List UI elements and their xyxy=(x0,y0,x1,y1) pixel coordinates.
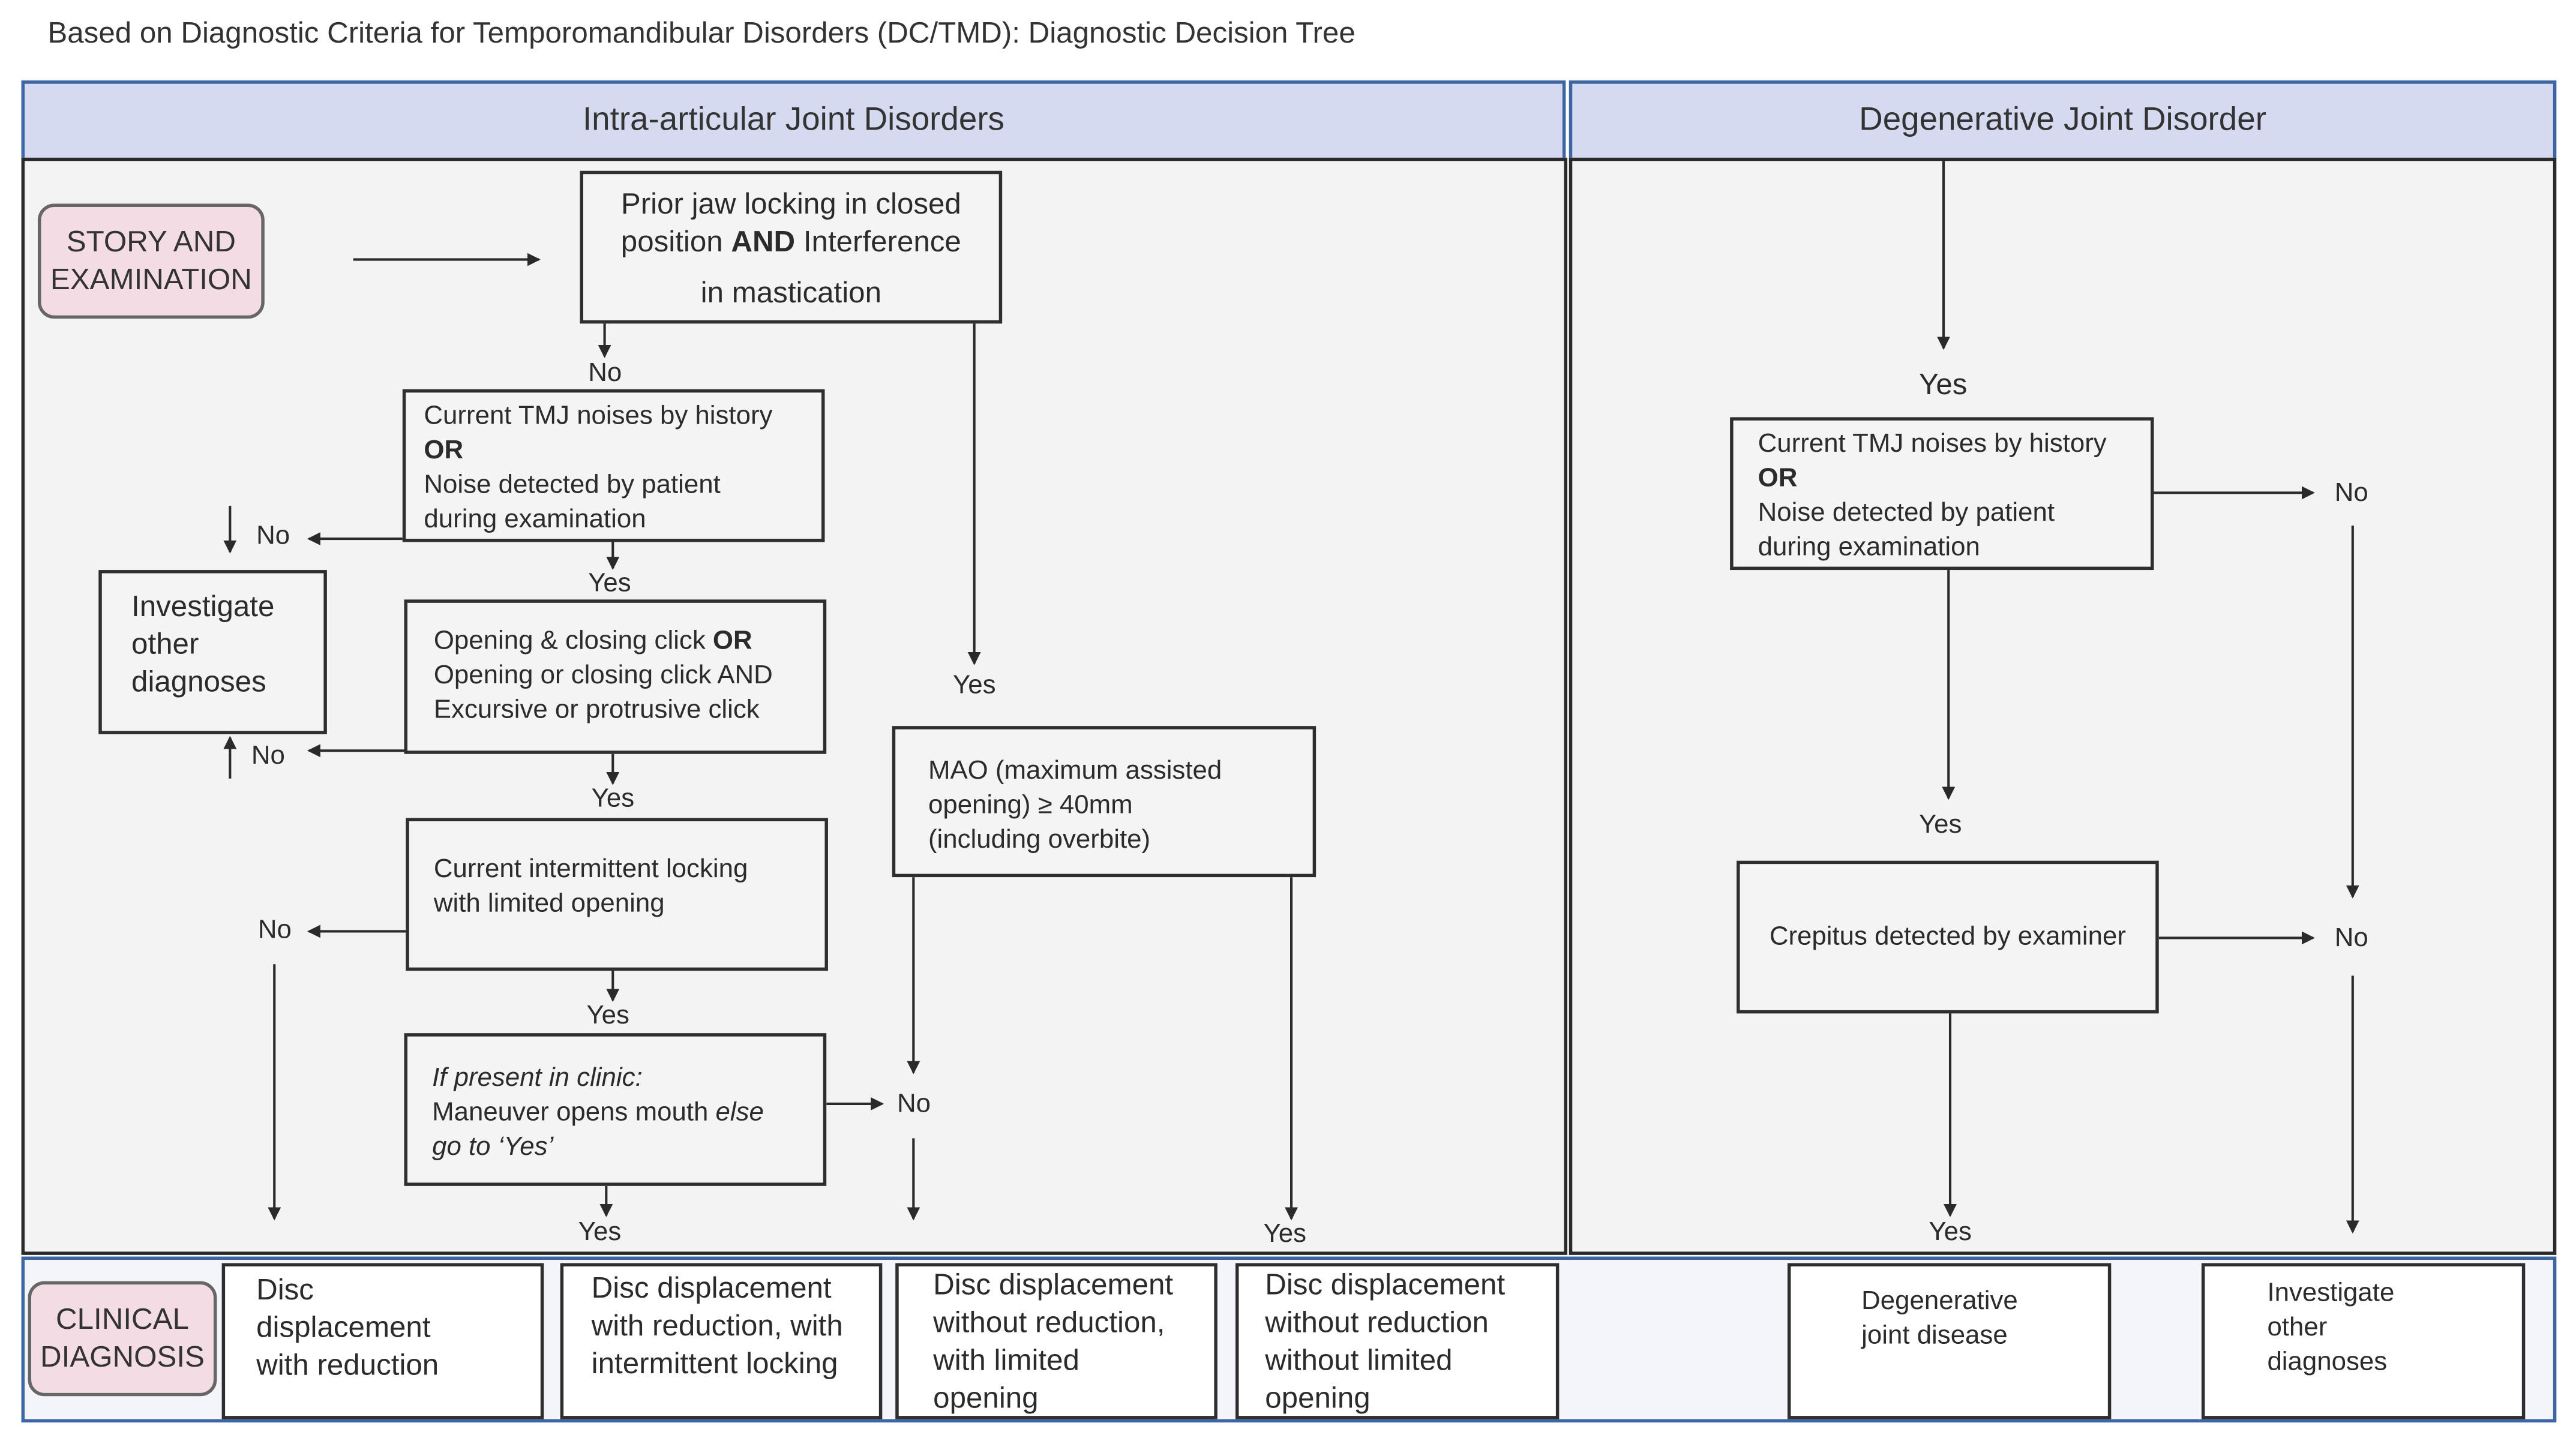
mao-node: MAO (maximum assisted opening) ≥ 40mm (i… xyxy=(892,726,1317,878)
edge-label-no: No xyxy=(2334,479,2368,508)
tmj-right-or: OR xyxy=(1758,464,1798,493)
clinical-diagnosis-label: CLINICAL DIAGNOSIS xyxy=(28,1281,217,1397)
intermittent-line2: with limited opening xyxy=(433,890,665,918)
diagnosis-1-line3: with reduction xyxy=(256,1348,439,1382)
diagnosis-6-line3: diagnoses xyxy=(2267,1348,2388,1377)
crepitus-line1: Crepitus detected by examiner xyxy=(1769,923,2126,951)
diagnosis-3-line4: opening xyxy=(933,1381,1039,1415)
click-line1-text: Opening & closing click xyxy=(433,627,713,656)
crepitus-node: Crepitus detected by examiner xyxy=(1737,860,2159,1014)
investigate-line3: diagnoses xyxy=(131,665,266,698)
tmj-left-or: OR xyxy=(424,437,464,465)
story-label-line2: EXAMINATION xyxy=(50,263,252,296)
diagnosis-5-line2: joint disease xyxy=(1861,1322,2008,1350)
diagnosis-1-line1: Disc xyxy=(256,1272,314,1306)
diagnosis-disc-displacement-with-reduction: Disc displacement with reduction xyxy=(221,1263,544,1419)
prior-jaw-locking-node: Prior jaw locking in closed position AND… xyxy=(580,170,1003,324)
diagnosis-investigate-other: Investigate other diagnoses xyxy=(2201,1263,2526,1419)
edge-label-no: No xyxy=(257,916,292,945)
diagnosis-2-line3: intermittent locking xyxy=(591,1347,838,1380)
maneuver-line2-text: Maneuver opens mouth xyxy=(432,1098,716,1127)
diagnosis-6-line2: other xyxy=(2267,1314,2328,1342)
edge-label-no: No xyxy=(2334,924,2368,953)
diagnosis-6-line1: Investigate xyxy=(2267,1279,2395,1308)
diagnosis-4-line1: Disc displacement xyxy=(1265,1268,1506,1301)
tmj-left-line4: during examination xyxy=(424,506,646,534)
maneuver-line2: Maneuver opens mouth else xyxy=(432,1095,806,1130)
intra-articular-header: Intra-articular Joint Disorders xyxy=(21,80,1566,161)
story-examination-label: STORY AND EXAMINATION xyxy=(37,203,265,319)
diagnosis-3-line2: without reduction, xyxy=(933,1305,1165,1339)
diagram-title: Based on Diagnostic Criteria for Temporo… xyxy=(47,16,1356,50)
investigate-other-node: Investigate other diagnoses xyxy=(98,570,327,734)
diagnosis-4-line2: without reduction xyxy=(1265,1305,1489,1339)
edge-label-yes: Yes xyxy=(586,1002,629,1030)
click-line1: Opening & closing click OR xyxy=(434,624,807,658)
degenerative-panel xyxy=(1569,157,2557,1255)
edge-label-yes: Yes xyxy=(1929,1218,1972,1247)
intermittent-line1: Current intermittent locking xyxy=(433,855,748,884)
prior-locking-line2-end: Interference xyxy=(795,225,961,258)
edge-label-no: No xyxy=(251,742,285,771)
diagnosis-5-line1: Degenerative xyxy=(1861,1287,2018,1316)
clinical-label-line1: CLINICAL xyxy=(56,1302,189,1335)
tmj-right-line1: Current TMJ noises by history xyxy=(1758,430,2107,458)
click-node: Opening & closing click OR Opening or cl… xyxy=(404,599,827,754)
maneuver-line1: If present in clinic: xyxy=(432,1064,643,1092)
edge-label-yes: Yes xyxy=(588,570,631,598)
story-label-line1: STORY AND xyxy=(66,225,236,258)
tmj-right-line3: Noise detected by patient xyxy=(1758,499,2055,527)
edge-label-yes: Yes xyxy=(578,1218,622,1247)
tmj-noises-node-left: Current TMJ noises by history OR Noise d… xyxy=(402,389,825,542)
mao-line1: MAO (maximum assisted xyxy=(928,757,1222,785)
prior-locking-and-keyword: AND xyxy=(731,225,796,258)
edge-label-no: No xyxy=(256,522,290,551)
mao-line2: opening) ≥ 40mm xyxy=(928,791,1133,820)
diagnosis-1-line2: displacement xyxy=(256,1310,431,1344)
mao-line3: (including overbite) xyxy=(928,826,1151,854)
diagnosis-3-line1: Disc displacement xyxy=(933,1268,1174,1301)
intermittent-locking-node: Current intermittent locking with limite… xyxy=(406,818,828,971)
edge-label-yes: Yes xyxy=(1263,1220,1307,1248)
diagnosis-3-line3: with limited xyxy=(933,1343,1079,1377)
prior-locking-line1: Prior jaw locking in closed xyxy=(620,187,961,220)
edge-label-no: No xyxy=(896,1091,931,1119)
prior-locking-line2: position AND Interference xyxy=(599,223,982,261)
diagnosis-2-line1: Disc displacement xyxy=(591,1271,832,1304)
diagnosis-2-line2: with reduction, with xyxy=(591,1309,843,1342)
maneuver-node: If present in clinic: Maneuver opens mou… xyxy=(404,1033,827,1186)
diagnosis-degenerative-joint-disease: Degenerative joint disease xyxy=(1787,1263,2112,1419)
tmj-left-line3: Noise detected by patient xyxy=(424,471,721,500)
investigate-line1: Investigate xyxy=(131,589,275,623)
click-line2: Opening or closing click AND xyxy=(433,662,773,690)
maneuver-else-keyword: else xyxy=(715,1098,764,1127)
diagnosis-without-reduction-without-limited-opening: Disc displacement without reduction with… xyxy=(1235,1263,1560,1419)
diagnosis-4-line3: without limited xyxy=(1265,1343,1453,1377)
click-or-keyword: OR xyxy=(712,627,752,656)
maneuver-line3: go to ‘Yes’ xyxy=(432,1133,554,1161)
edge-label-yes: Yes xyxy=(1918,811,1962,840)
degenerative-header: Degenerative Joint Disorder xyxy=(1569,80,2557,161)
diagnosis-without-reduction-limited-opening: Disc displacement without reduction, wit… xyxy=(895,1263,1217,1419)
diagnosis-with-reduction-intermittent-locking: Disc displacement with reduction, with i… xyxy=(560,1263,883,1419)
prior-locking-line3: in mastication xyxy=(700,275,882,309)
tmj-right-line4: during examination xyxy=(1758,533,1980,562)
tmj-noises-node-right: Current TMJ noises by history OR Noise d… xyxy=(1730,417,2154,571)
investigate-line2: other xyxy=(131,627,199,661)
edge-label-yes: Yes xyxy=(591,785,635,813)
edge-label-yes: Yes xyxy=(953,671,996,700)
edge-label-yes: Yes xyxy=(1918,368,1968,401)
clinical-label-line2: DIAGNOSIS xyxy=(40,1340,205,1373)
click-line3: Excursive or protrusive click xyxy=(433,696,760,725)
edge-label-no: No xyxy=(588,359,622,388)
prior-locking-line2-text: position xyxy=(620,225,731,258)
diagnosis-4-line4: opening xyxy=(1265,1381,1371,1415)
tmj-left-line1: Current TMJ noises by history xyxy=(424,402,773,431)
